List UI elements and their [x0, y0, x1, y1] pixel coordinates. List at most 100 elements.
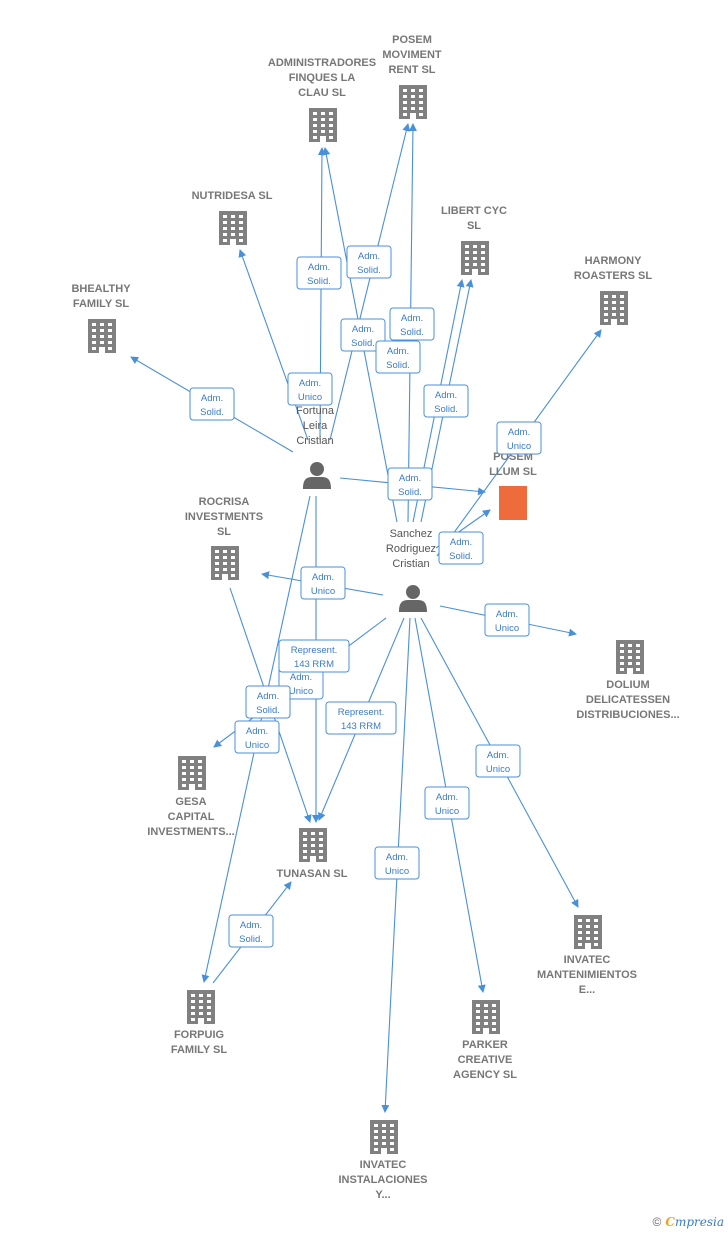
edge-label-sanchez-posem_llum[interactable]: Adm.Solid.	[438, 531, 484, 565]
person-icon-fortuna[interactable]	[303, 462, 331, 489]
building-icon-gesa[interactable]	[178, 756, 206, 790]
building-window	[465, 251, 469, 254]
node-label-line: DISTRIBUCIONES...	[576, 709, 679, 721]
node-label-line: TUNASAN SL	[277, 868, 348, 880]
building-door	[585, 943, 591, 949]
node-label-line: Sanchez	[390, 528, 433, 540]
node-label-line: INVATEC	[360, 1159, 407, 1171]
building-window	[108, 329, 112, 332]
edge-label-text: Adm.	[508, 427, 530, 438]
building-door	[483, 1028, 489, 1034]
building-window	[476, 1004, 480, 1007]
building-window	[303, 838, 307, 841]
building-icon-invatec_inst[interactable]	[370, 1120, 398, 1154]
building-window	[519, 514, 523, 517]
edge-label-text: Adm.	[246, 726, 268, 737]
brand-logo[interactable]: Cmpresia	[665, 1215, 724, 1229]
building-icon-bhealthy[interactable]	[88, 319, 116, 353]
building-door	[472, 269, 478, 275]
building-window	[207, 1018, 211, 1021]
building-window	[223, 227, 227, 230]
edge-label-sanchez-posem_moviment[interactable]: Adm.Solid.	[375, 340, 421, 374]
building-window	[100, 341, 104, 344]
building-window	[492, 1010, 496, 1013]
edge-label-box	[228, 914, 274, 948]
edge-label-sanchez-parker[interactable]: Adm.Unico	[424, 786, 470, 820]
edge-label-fortuna-posem_llum[interactable]: Adm.Solid.	[387, 467, 433, 501]
building-icon-tunasan[interactable]	[299, 828, 327, 862]
edge-label-sanchez-tunasan[interactable]: Represent.143 RRM	[325, 701, 397, 735]
building-window	[92, 323, 96, 326]
edge-label-fortuna-nutridesa[interactable]: Adm.Unico	[287, 372, 333, 406]
building-window	[182, 760, 186, 763]
building-window	[403, 89, 407, 92]
building-window	[476, 1016, 480, 1019]
edge-label-sanchez-harmony[interactable]: Adm.Unico	[496, 421, 542, 455]
edge-label-sanchez-dolium[interactable]: Adm.Unico	[484, 603, 530, 637]
building-icon-invatec_mant[interactable]	[574, 915, 602, 949]
edge-label-text: Adm.	[308, 262, 330, 273]
edge-label-text: Adm.	[387, 346, 409, 357]
building-icon-adm_finques[interactable]	[309, 108, 337, 142]
node-label-line: PARKER	[462, 1039, 508, 1051]
edge-label-text: Unico	[311, 586, 335, 597]
building-window	[604, 307, 608, 310]
building-window	[419, 113, 423, 116]
edge-label-text: Adm.	[399, 473, 421, 484]
building-window	[92, 335, 96, 338]
building-window	[578, 937, 582, 940]
edge-label-sanchez-libert_cyc[interactable]: Adm.Solid.	[389, 307, 435, 341]
edge-label-sanchez-invatec_inst[interactable]: Adm.Unico	[374, 846, 420, 880]
building-icon-nutridesa[interactable]	[219, 211, 247, 245]
building-window	[92, 347, 96, 350]
person-body	[399, 599, 427, 612]
edge-label-text: Solid.	[200, 407, 224, 418]
building-window	[620, 319, 624, 322]
node-label-line: Rodriguez	[386, 543, 436, 555]
edge-label-fortuna-bhealthy[interactable]: Adm.Solid.	[189, 387, 235, 421]
node-label-line: E...	[579, 984, 596, 996]
edge-label-sanchez-invatec_mant[interactable]: Adm.Unico	[475, 744, 521, 778]
brand-initial: C	[665, 1215, 675, 1229]
person-body	[303, 476, 331, 489]
company-label-gesa: GESACAPITALINVESTMENTS...	[147, 796, 234, 838]
building-icon-parker[interactable]	[472, 1000, 500, 1034]
edge-label-fortuna-posem_moviment[interactable]: Adm.Solid.	[346, 245, 392, 279]
building-window	[503, 502, 507, 505]
building-icon-rocrisa[interactable]	[211, 546, 239, 580]
edge-label-box	[325, 701, 397, 735]
building-window	[419, 89, 423, 92]
building-icon-posem_llum[interactable]	[499, 486, 527, 520]
building-icon-forpuig[interactable]	[187, 990, 215, 1024]
building-window	[321, 130, 325, 133]
edge-label-sanchez-rocrisa[interactable]: Adm.Unico	[300, 566, 346, 600]
edge-label-fortuna-adm_finques[interactable]: Adm.Solid.	[296, 256, 342, 290]
edge-label-text: Adm.	[352, 324, 374, 335]
person-icon-sanchez[interactable]	[399, 585, 427, 612]
building-window	[374, 1148, 378, 1151]
building-window	[473, 257, 477, 260]
building-icon-harmony[interactable]	[600, 291, 628, 325]
building-icon-libert_cyc[interactable]	[461, 241, 489, 275]
building-window	[578, 931, 582, 934]
edge-label-text: Adm.	[450, 537, 472, 548]
building-window	[190, 766, 194, 769]
building-icon-dolium[interactable]	[616, 640, 644, 674]
building-window	[303, 856, 307, 859]
edge-label-sanchez-adm_finques[interactable]: Adm.Solid.	[340, 318, 386, 352]
building-icon-posem_moviment[interactable]	[399, 85, 427, 119]
edge-label-box	[387, 467, 433, 501]
edge-label-forpuig-tunasan[interactable]: Adm.Solid.	[228, 914, 274, 948]
building-window	[303, 844, 307, 847]
building-window	[329, 118, 333, 121]
edge-label-sanchez-libert_cyc[interactable]: Adm.Solid.	[423, 384, 469, 418]
edge-label-rocrisa-tunasan[interactable]: Adm.Solid.	[245, 685, 291, 719]
edge-label-sanchez-gesa[interactable]: Represent.143 RRM	[278, 639, 350, 673]
building-window	[503, 508, 507, 511]
building-window	[519, 508, 523, 511]
building-window	[503, 496, 507, 499]
edge-label-fortuna-forpuig[interactable]: Adm.Unico	[234, 720, 280, 754]
